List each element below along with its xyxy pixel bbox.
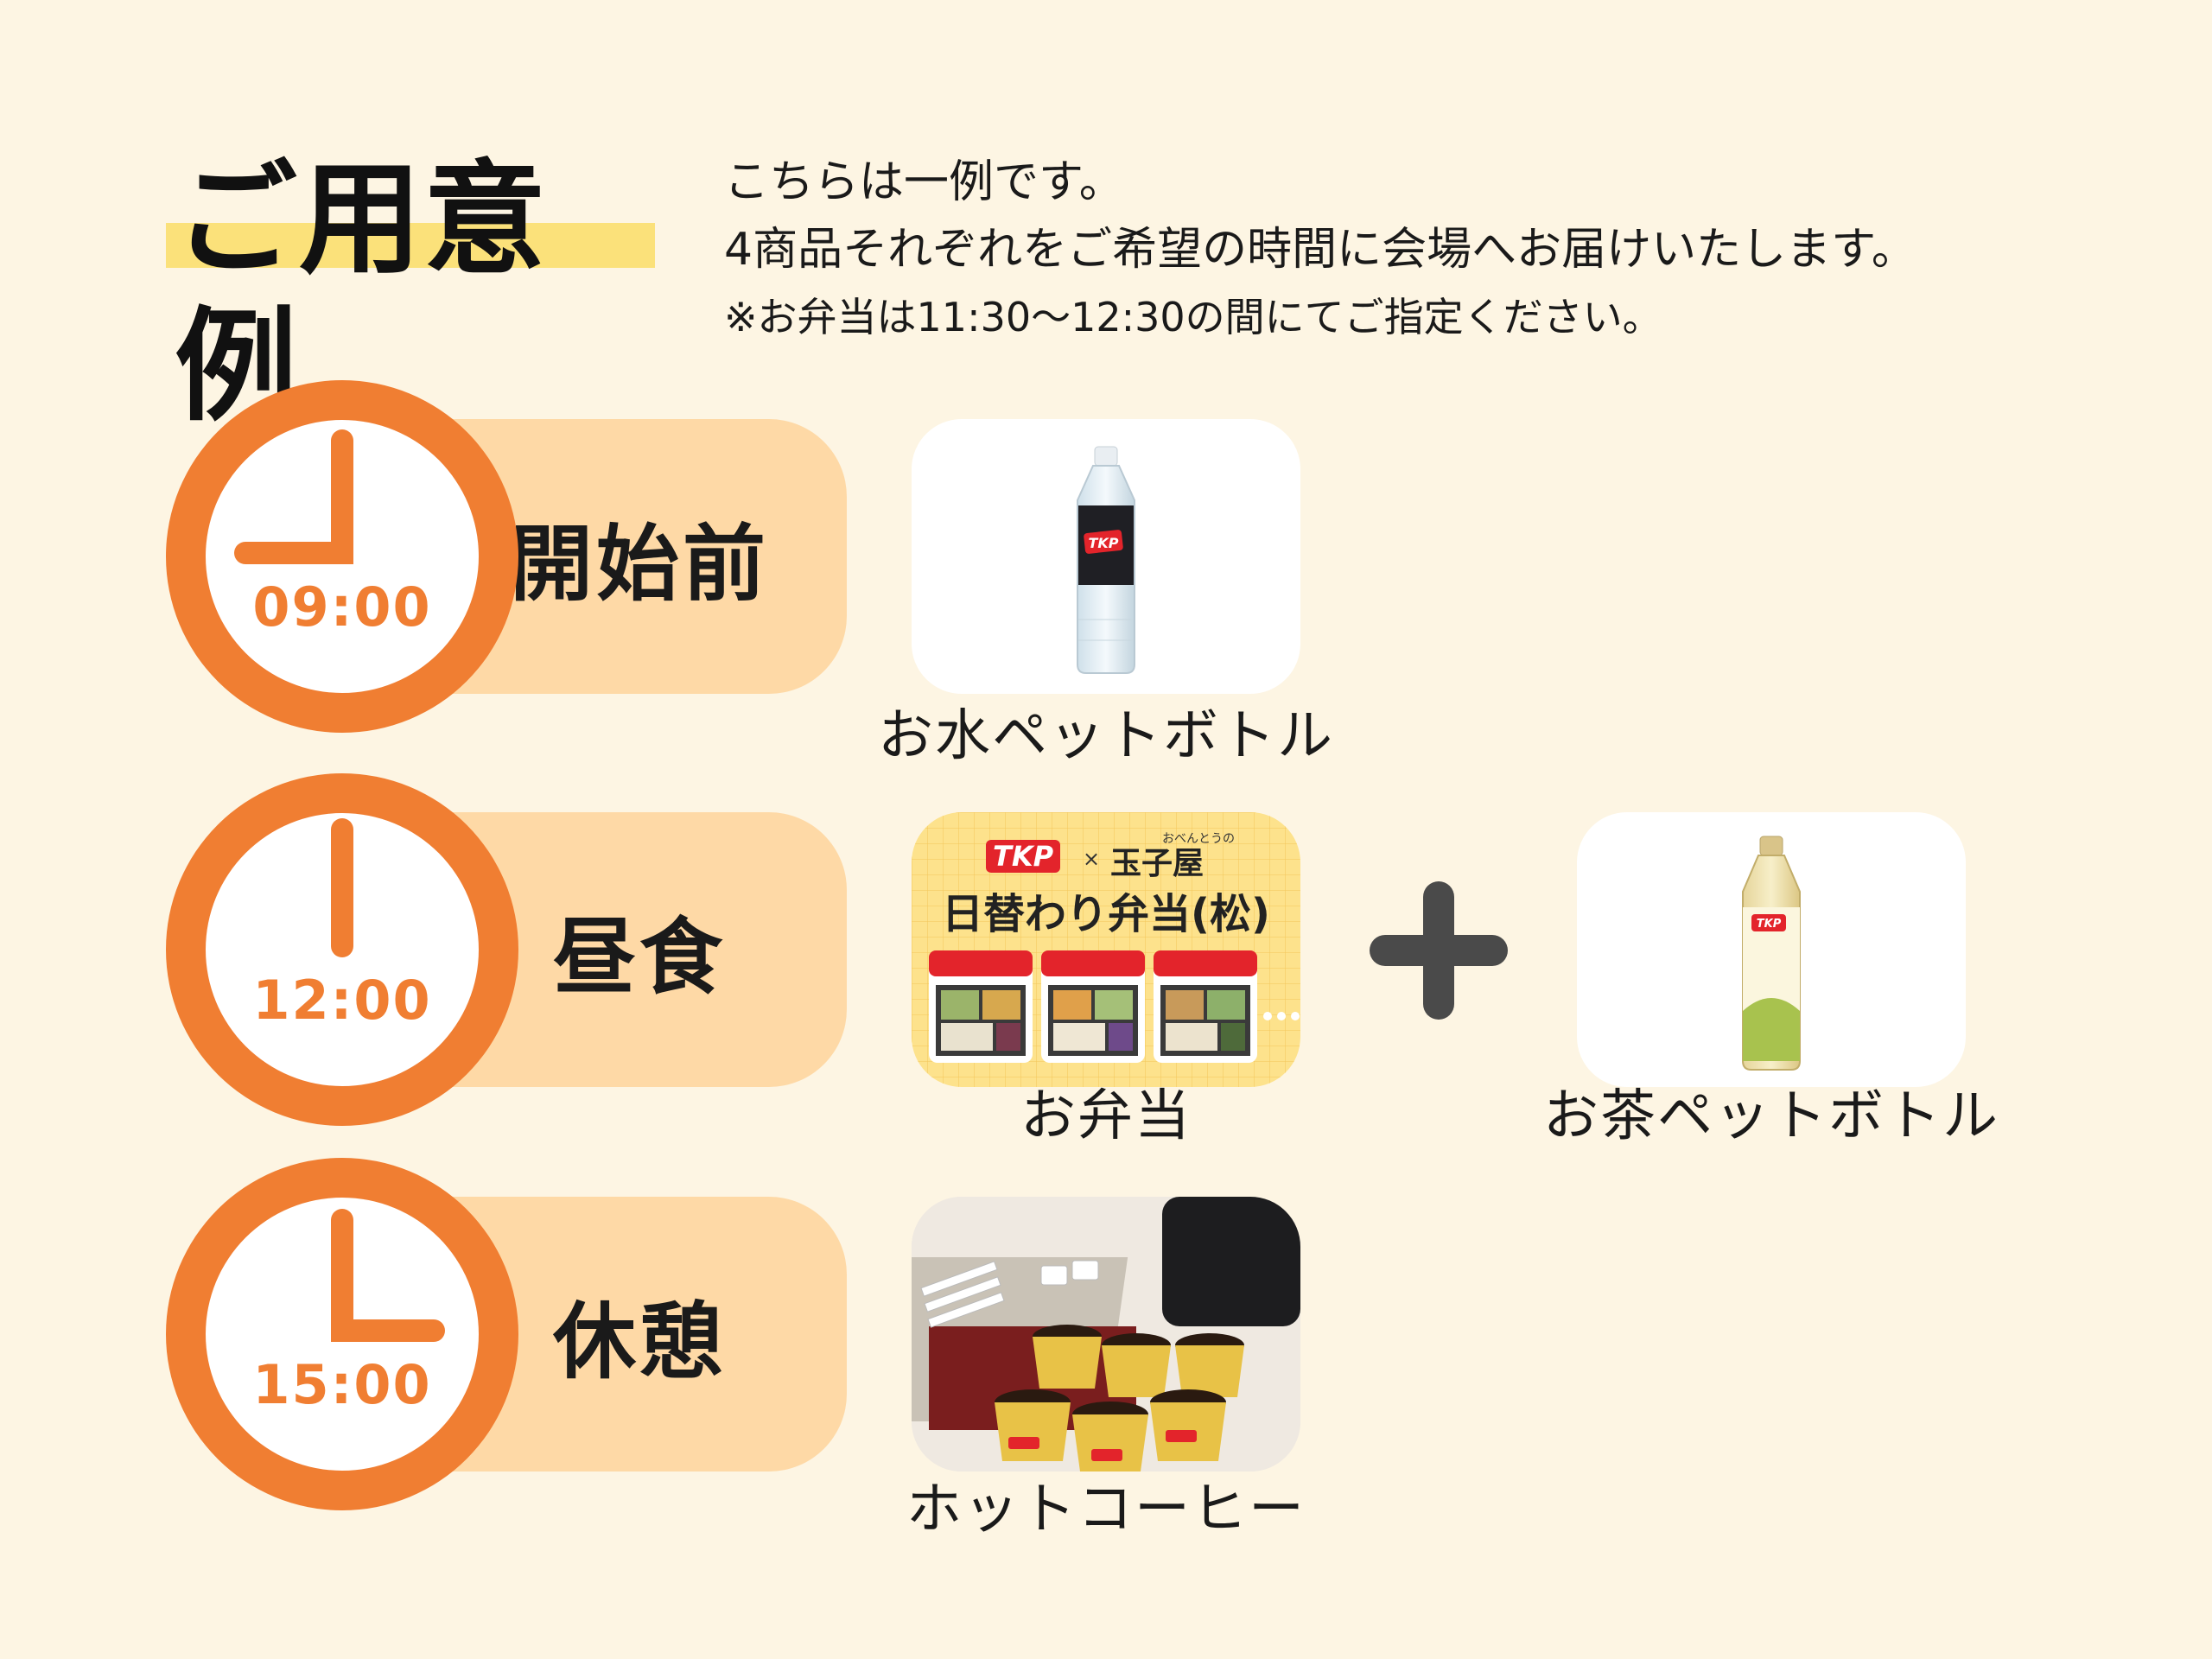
clock-icon: 09:00	[166, 380, 518, 733]
note-line-2: 4商品それぞれをご希望の時間に会場へお届けいたします。	[724, 224, 1916, 276]
note-line-3: ※お弁当は11:30〜12:30の間にてご指定ください。	[724, 294, 1662, 340]
title-highlight	[166, 223, 655, 268]
item-card-bento: TKP × おべんとうの 玉子屋 日替わり弁当(松)	[912, 812, 1300, 1087]
bento-box-icon	[912, 812, 1300, 1087]
clock-hands	[234, 429, 353, 564]
partner-logo: 玉子屋	[1110, 846, 1205, 881]
period-label: 昼食	[553, 908, 726, 1006]
tkp-logo: TKP	[986, 840, 1061, 873]
period-label: 休憩	[553, 1293, 726, 1390]
partner-subtitle: おべんとうの	[1162, 832, 1235, 846]
schedule-row-1500: 休憩 15:00	[0, 1158, 2212, 1541]
clock-time: 09:00	[252, 575, 432, 639]
item-card-tea: TKP	[1577, 812, 1966, 1087]
item-caption: お茶ペットボトル	[1543, 1084, 1999, 1148]
schedule-row-1200: 昼食 12:00	[0, 773, 2212, 1148]
period-label: 開始前	[510, 515, 769, 613]
title-block: ご用意例	[166, 147, 658, 438]
clock-icon: 15:00	[166, 1158, 518, 1510]
calendar-row	[929, 950, 1300, 1063]
bottle-brand: TKP	[1757, 918, 1782, 931]
bottle-brand: TKP	[1088, 535, 1118, 551]
clock-hands	[331, 818, 353, 957]
plus-icon	[1370, 881, 1508, 1020]
clock-time: 15:00	[252, 1353, 432, 1416]
water-bottle-icon: TKP	[1077, 446, 1135, 674]
clock-hands	[331, 1209, 445, 1342]
clock-icon: 12:00	[166, 773, 518, 1126]
schedule-row-0900: 開始前 09:00 TKP	[0, 380, 2212, 768]
tea-bottle-icon: TKP	[1742, 836, 1801, 1071]
coffee-cups-icon	[912, 1197, 1300, 1471]
notes: こちらは一例です。 4商品それぞれをご希望の時間に会場へお届けいたします。 ※お…	[724, 149, 1916, 351]
bento-title: 日替わり弁当(松)	[942, 890, 1270, 938]
page-title: ご用意例	[175, 149, 548, 438]
clock-time: 12:00	[252, 969, 432, 1032]
note-line-1: こちらは一例です。	[724, 156, 1124, 208]
cross-mark: ×	[1083, 847, 1101, 871]
item-card-water: TKP	[912, 419, 1300, 694]
item-caption: お弁当	[1020, 1084, 1192, 1148]
item-caption: お水ペットボトル	[878, 704, 1334, 768]
item-card-coffee	[912, 1197, 1300, 1471]
item-caption: ホットコーヒー	[906, 1478, 1306, 1541]
